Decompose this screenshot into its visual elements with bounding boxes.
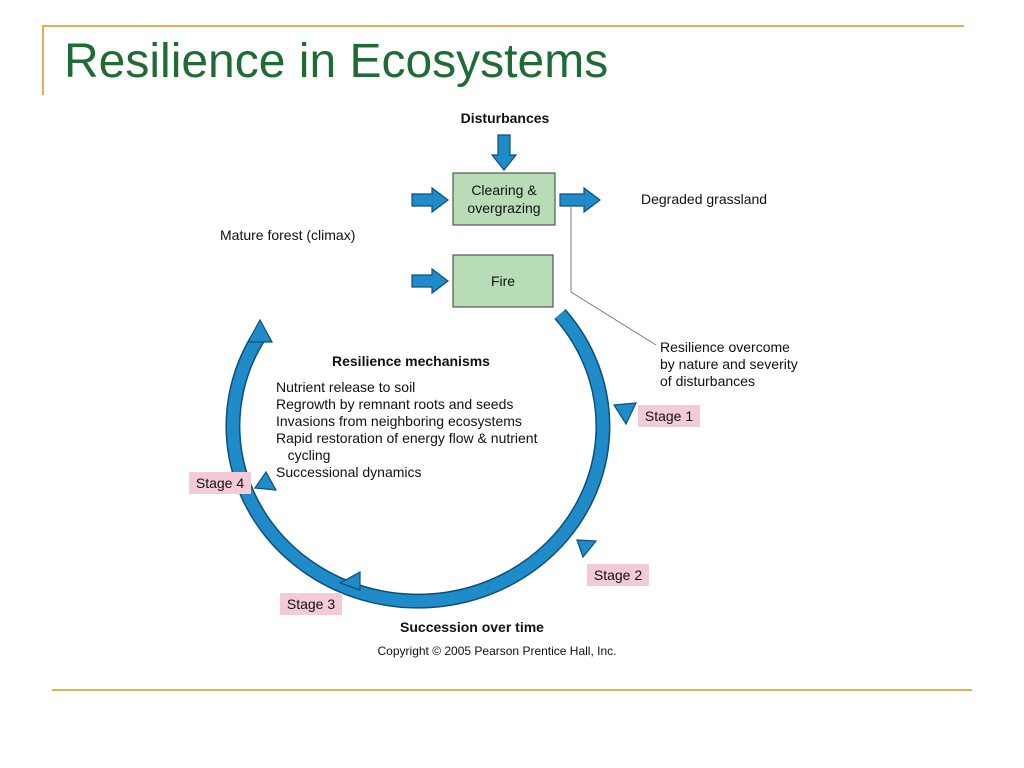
- mechanism-item: Rapid restoration of energy flow & nutri…: [276, 430, 538, 446]
- fire-input-arrow: [411, 267, 449, 295]
- disturbance-down-arrow: [490, 134, 518, 171]
- clearing-overgrazing-box: [452, 172, 556, 226]
- succession-label: Succession over time: [400, 619, 544, 635]
- stage2-label-bg: [587, 564, 649, 586]
- stage1-label-bg: [638, 405, 700, 427]
- clearing-label-line1: Clearing &: [471, 182, 537, 198]
- stage4-label: Stage 4: [196, 475, 244, 491]
- fire-label: Fire: [491, 273, 515, 289]
- stage1-label: Stage 1: [645, 408, 693, 424]
- resilience-overcome-line3: of disturbances: [660, 373, 755, 389]
- mechanism-item: Nutrient release to soil: [276, 379, 415, 395]
- stage3-label: Stage 3: [287, 596, 335, 612]
- stage4-label-bg: [189, 472, 251, 494]
- stage1-arrowhead: [612, 402, 637, 426]
- succession-cycle-arc: [226, 310, 609, 608]
- resilience-overcome-line1: Resilience overcome: [660, 339, 790, 355]
- stage2-arrowhead: [576, 539, 598, 559]
- stage3-arrowhead: [338, 570, 361, 591]
- fire-box: [452, 254, 554, 308]
- disturbances-label: Disturbances: [461, 110, 550, 126]
- callout-line: [570, 206, 657, 346]
- slide-title: Resilience in Ecosystems: [64, 35, 609, 88]
- mechanism-item: Successional dynamics: [276, 464, 422, 480]
- to-grassland-arrow: [559, 186, 601, 214]
- resilience-overcome-line2: by nature and severity: [660, 356, 798, 372]
- clearing-label-line2: overgrazing: [467, 200, 540, 216]
- bottom-accent-line: [52, 689, 972, 691]
- mechanisms-title: Resilience mechanisms: [332, 353, 490, 369]
- clearing-input-arrow: [411, 186, 449, 214]
- left-accent-line: [42, 25, 44, 95]
- mechanism-item: Invasions from neighboring ecosystems: [276, 413, 522, 429]
- top-accent-line: [42, 25, 964, 27]
- mature-forest-label: Mature forest (climax): [220, 227, 355, 243]
- cycle-end-arrowhead: [246, 318, 274, 343]
- stage4-arrowhead: [253, 470, 278, 491]
- degraded-grassland-label: Degraded grassland: [641, 191, 767, 207]
- stage2-label: Stage 2: [594, 567, 642, 583]
- stage3-label-bg: [280, 593, 342, 615]
- mechanism-item: cycling: [276, 447, 330, 463]
- copyright-text: Copyright © 2005 Pearson Prentice Hall, …: [378, 644, 617, 658]
- mechanism-item: Regrowth by remnant roots and seeds: [276, 396, 513, 412]
